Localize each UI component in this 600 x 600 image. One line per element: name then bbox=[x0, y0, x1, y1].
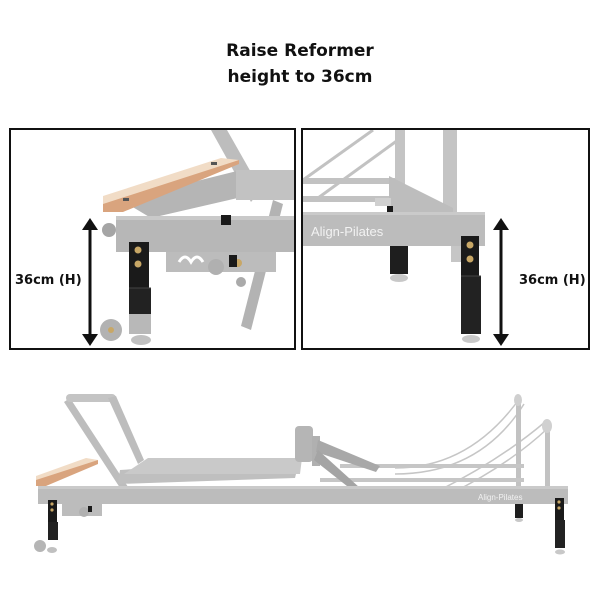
reformer-foot-end-illustration bbox=[100, 130, 294, 345]
title-line-1: Raise Reformer bbox=[226, 41, 374, 61]
full-reformer-image: Align-Pilates bbox=[0, 380, 600, 580]
height-label-right: 36cm (H) bbox=[519, 273, 586, 288]
left-detail-panel: 36cm (H) bbox=[9, 128, 296, 350]
height-arrow-icon bbox=[493, 218, 509, 346]
reformer-head-end-illustration: Align-Pilates bbox=[303, 130, 485, 343]
brand-logo-text: Align-Pilates bbox=[311, 224, 384, 239]
brand-logo-text: Align-Pilates bbox=[478, 493, 522, 502]
title-line-2: height to 36cm bbox=[227, 67, 373, 87]
right-detail-panel: Align-Pilates 36cm (H) bbox=[301, 128, 590, 350]
height-label-left: 36cm (H) bbox=[15, 273, 82, 288]
height-arrow-icon bbox=[82, 218, 98, 346]
full-reformer-illustration: Align-Pilates bbox=[34, 394, 568, 555]
page-title: Raise Reformer height to 36cm bbox=[0, 38, 600, 90]
